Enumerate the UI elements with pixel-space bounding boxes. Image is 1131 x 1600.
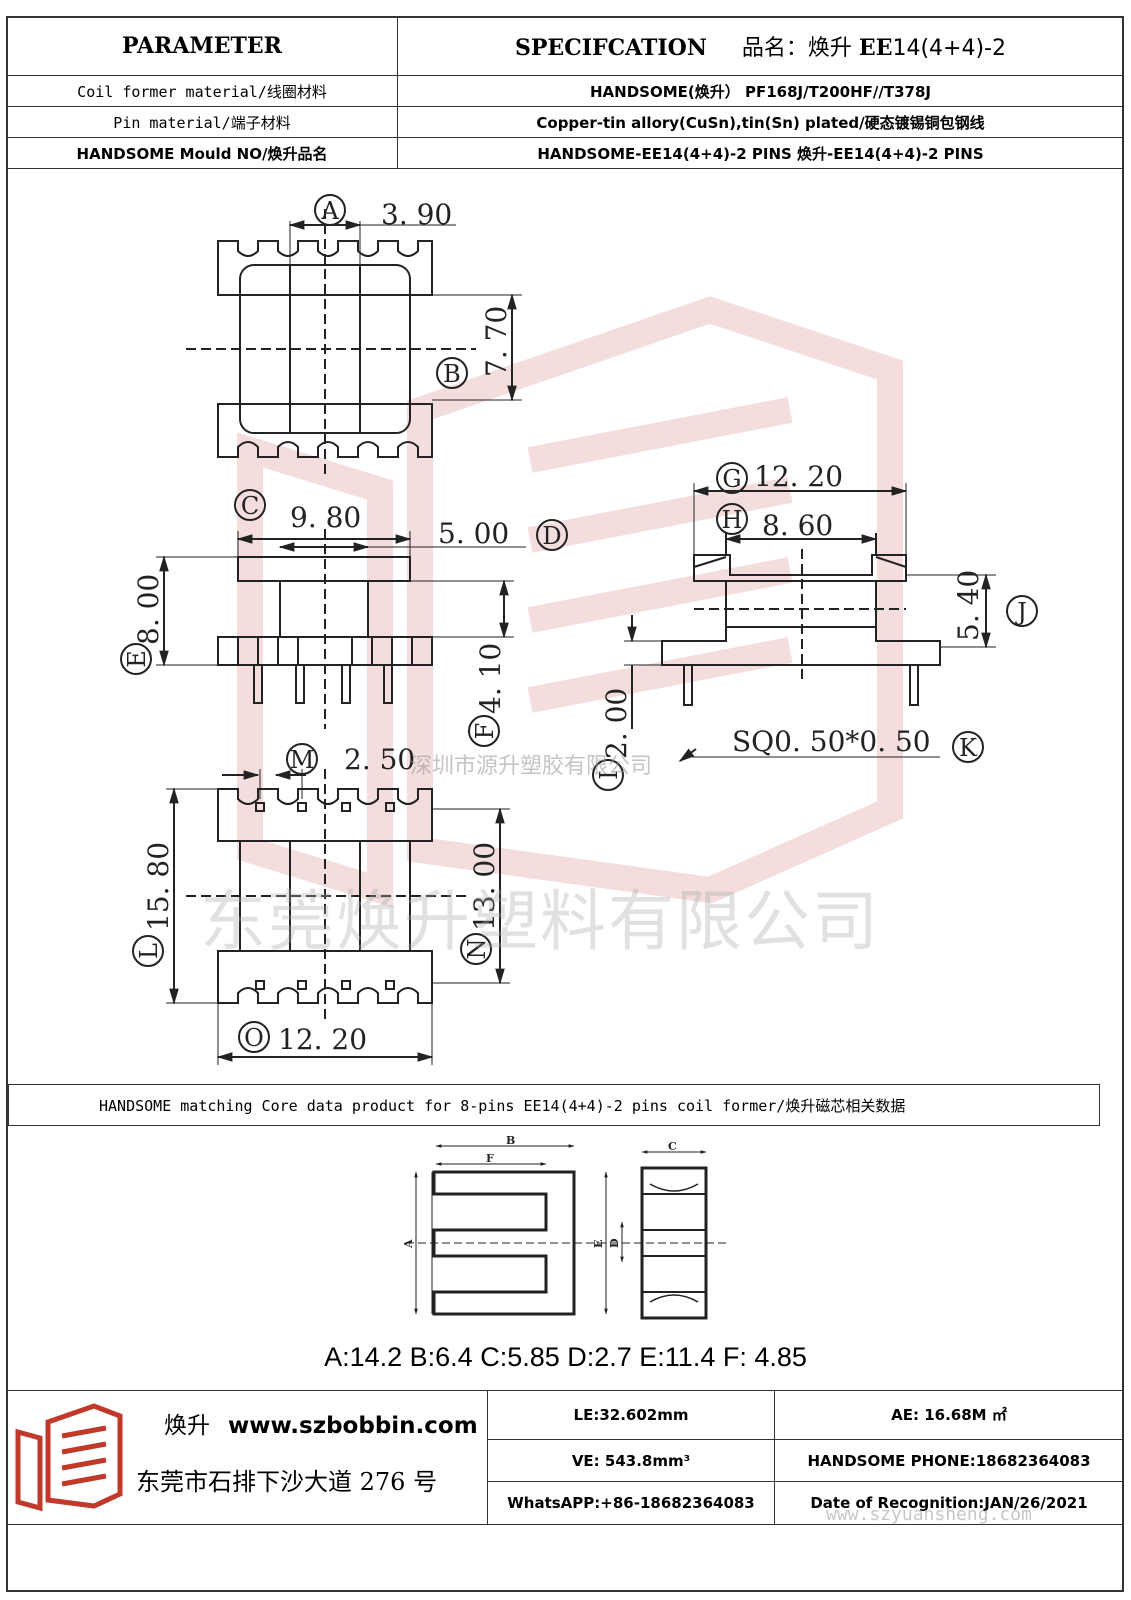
core-label-a: A	[402, 1239, 415, 1249]
dim-h-value: 8. 60	[762, 509, 833, 542]
front-view	[156, 529, 526, 729]
core-label-e: E	[592, 1240, 605, 1248]
dim-j-value: 5. 40	[952, 570, 985, 641]
core-dimensions: A:14.2 B:6.4 C:5.85 D:2.7 E:11.4 F: 4.85	[324, 1342, 807, 1372]
spec-label: SPECIFCATION	[515, 35, 707, 61]
bobbin-drawing: A 3. 90 B 7. 70 C 9. 80 5. 00 D E 8. 00 …	[120, 194, 1038, 1065]
dim-l-value: 15. 80	[142, 842, 175, 931]
dim-f-value: 4. 10	[474, 643, 507, 714]
dim-o-value: 12. 20	[278, 1023, 367, 1056]
product-model-suffix: 14(4+4)-2	[892, 36, 1006, 61]
footer-address: 东莞市石排下沙大道 276 号	[136, 1468, 438, 1496]
dim-g-value: 12. 20	[754, 460, 843, 493]
ve-value: VE: 543.8mm³	[487, 1438, 775, 1483]
dim-letter-m: M	[290, 746, 315, 774]
pin-material-value: Copper-tin allory(CuSn),tin(Sn) plated/硬…	[397, 106, 1124, 138]
core-drawing: B F C A E D	[402, 1134, 726, 1320]
dim-letter-g: G	[722, 465, 741, 493]
dim-letter-j: J	[1014, 598, 1027, 626]
dim-letter-c: C	[241, 492, 259, 520]
dim-letter-o: O	[244, 1024, 264, 1052]
date-value: Date of Recognition:JAN/26/2021	[774, 1481, 1124, 1525]
parameter-header: PARAMETER	[6, 16, 398, 76]
dim-letter-i: I	[595, 770, 623, 779]
product-model: EE	[858, 35, 893, 61]
specification-header: SPECIFCATION 品名：焕升 EE14(4+4)-2	[397, 16, 1124, 76]
bottom-view	[166, 769, 510, 1065]
le-value: LE:32.602mm	[487, 1390, 775, 1440]
dim-d-value: 5. 00	[438, 517, 509, 550]
core-data-title: HANDSOME matching Core data product for …	[8, 1084, 1100, 1126]
dim-m-value: 2. 50	[344, 743, 415, 776]
dim-n-value: 13. 00	[468, 842, 501, 931]
watermark-company-small: 深圳市源升塑胶有限公司	[410, 754, 653, 779]
dim-letter-k: K	[959, 734, 978, 762]
dim-letter-h: H	[722, 506, 743, 534]
dim-c-value: 9. 80	[290, 501, 361, 534]
core-label-f: F	[486, 1152, 494, 1165]
dim-k-value: SQ0. 50*0. 50	[732, 725, 931, 758]
logo-watermark	[237, 296, 903, 908]
pin-material-label: Pin material/端子材料	[6, 106, 398, 138]
coil-former-value: HANDSOME(焕升） PF168J/T200HF//T378J	[397, 75, 1124, 107]
dim-letter-e: E	[123, 650, 151, 668]
dim-e-value: 8. 00	[132, 574, 165, 645]
website-link[interactable]: www.szbobbin.com	[228, 1413, 478, 1439]
dim-i-value: 2. 00	[600, 688, 633, 759]
dim-b-value: 7. 70	[480, 306, 513, 377]
product-name-label: 品名：焕升	[741, 36, 852, 61]
core-label-d: D	[608, 1238, 621, 1248]
dim-letter-n: N	[463, 939, 491, 960]
dim-a-value: 3. 90	[381, 198, 452, 231]
brand-logo-icon	[15, 1403, 123, 1512]
top-view	[186, 209, 522, 479]
dim-letter-f: F	[471, 723, 499, 740]
coil-former-label: Coil former material/线圈材料	[6, 75, 398, 107]
dim-letter-b: B	[443, 360, 461, 388]
side-view	[624, 483, 996, 762]
mould-no-value: HANDSOME-EE14(4+4)-2 PINS 焕升-EE14(4+4)-2…	[397, 137, 1124, 169]
core-label-b: B	[506, 1134, 515, 1147]
dim-letter-l: L	[135, 943, 163, 959]
watermark-web: www.szyuansheng.com	[826, 1504, 1032, 1525]
watermark-company-large: 东莞焕升塑料有限公司	[200, 883, 880, 960]
footer-website: 焕升 www.szbobbin.com	[164, 1406, 478, 1440]
dim-letter-a: A	[320, 197, 339, 225]
dim-letter-d: D	[542, 522, 561, 550]
mould-no-label: HANDSOME Mould NO/焕升品名	[6, 137, 398, 169]
brand-cn: 焕升	[164, 1413, 210, 1439]
ae-value: AE: 16.68M ㎡	[774, 1390, 1124, 1440]
spec-table: PARAMETER SPECIFCATION 品名：焕升 EE14(4+4)-2…	[6, 16, 1124, 169]
phone-value: HANDSOME PHONE:18682364083	[774, 1438, 1124, 1483]
whatsapp-value: WhatsAPP:+86-18682364083	[487, 1481, 775, 1525]
core-label-c: C	[668, 1140, 677, 1153]
